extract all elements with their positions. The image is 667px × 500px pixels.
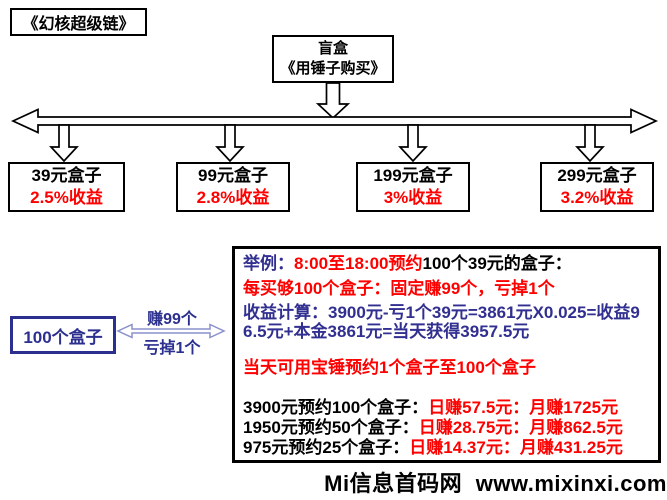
- site-watermark: Mi信息首码网 www.mixinxi.com: [324, 471, 667, 496]
- price-box-39: 39元盒子 2.5%收益: [8, 162, 125, 212]
- example-line2: 每买够100个盒子：固定赚99个，亏掉1个: [243, 279, 555, 298]
- profit-row-50: 1950元预约50个盒子：日赚28.75元：月赚862.5元: [243, 418, 650, 438]
- profit-row-25: 975元预约25个盒子：日赚14.37元：月赚431.25元: [243, 438, 650, 458]
- profit-row-100-label: 3900元预约100个盒子：: [243, 398, 429, 417]
- profit-row-50-result: 日赚28.75元：月赚862.5元: [418, 418, 623, 437]
- gain-loss-double-arrow: [116, 323, 226, 339]
- price-box-299-yield: 3.2%收益: [560, 188, 634, 207]
- example-line1: 举例：8:00至18:00预约100个39元的盒子：: [243, 254, 650, 273]
- thin-double-arrow-icon: [116, 323, 226, 339]
- profit-rows: 3900元预约100个盒子：日赚57.5元：月赚1725元 1950元预约50个…: [243, 398, 650, 458]
- profit-row-25-result: 日赚14.37元：月赚431.25元: [409, 438, 623, 457]
- price-box-299-price: 299元盒子: [557, 166, 637, 185]
- price-box-299: 299元盒子 3.2%收益: [540, 162, 654, 212]
- gain-label: 赚99个: [147, 311, 197, 328]
- blind-box-line1: 盲盒: [317, 40, 348, 57]
- horizontal-double-arrow-icon: [10, 108, 659, 134]
- price-box-39-yield: 2.5%收益: [30, 188, 103, 207]
- chain-title-box: 《幻核超级链》: [10, 8, 147, 36]
- price-box-199: 199元盒子 3%收益: [356, 162, 470, 212]
- profit-row-50-label: 1950元预约50个盒子：: [243, 418, 419, 437]
- hundred-box-node: 100个盒子: [10, 316, 116, 354]
- down-arrow-box3-icon: [398, 124, 428, 163]
- blind-box-line2: 《用锤子购买》: [280, 60, 386, 77]
- example-line3: 收益计算：3900元-亏1个39元=3861元X0.025=收益96.5元+本金…: [243, 303, 640, 341]
- price-box-99-price: 99元盒子: [198, 166, 268, 185]
- price-box-99: 99元盒子 2.8%收益: [176, 162, 290, 212]
- example-line4: 当天可用宝锤预约1个盒子至100个盒子: [243, 358, 536, 377]
- loss-label: 亏掉1个: [143, 340, 201, 357]
- down-arrow-from-blindbox-icon: [315, 82, 351, 120]
- example-line1-highlight: 8:00至18:00预约: [294, 254, 423, 273]
- profit-row-25-label: 975元预约25个盒子：: [243, 438, 410, 457]
- price-box-99-yield: 2.8%收益: [196, 188, 270, 207]
- price-box-39-price: 39元盒子: [31, 166, 102, 185]
- profit-row-100-result: 日赚57.5元：月赚1725元: [428, 398, 619, 417]
- profit-row-100: 3900元预约100个盒子：日赚57.5元：月赚1725元: [243, 398, 650, 418]
- price-box-199-yield: 3%收益: [383, 188, 443, 207]
- example-line1-suffix: 100个39元的盒子：: [422, 254, 572, 273]
- hundred-box-label: 100个盒子: [23, 327, 103, 347]
- price-box-199-price: 199元盒子: [373, 166, 453, 185]
- example-line1-prefix: 举例：: [243, 254, 294, 273]
- down-arrow-box2-icon: [215, 124, 245, 163]
- example-detail-box: 举例：8:00至18:00预约100个39元的盒子： 每买够100个盒子：固定赚…: [232, 246, 661, 463]
- down-arrow-box4-icon: [575, 124, 605, 163]
- flow-arrows: [10, 82, 659, 163]
- chain-title: 《幻核超级链》: [22, 16, 135, 33]
- blind-box-node: 盲盒 《用锤子购买》: [272, 35, 394, 83]
- down-arrow-box1-icon: [49, 124, 79, 163]
